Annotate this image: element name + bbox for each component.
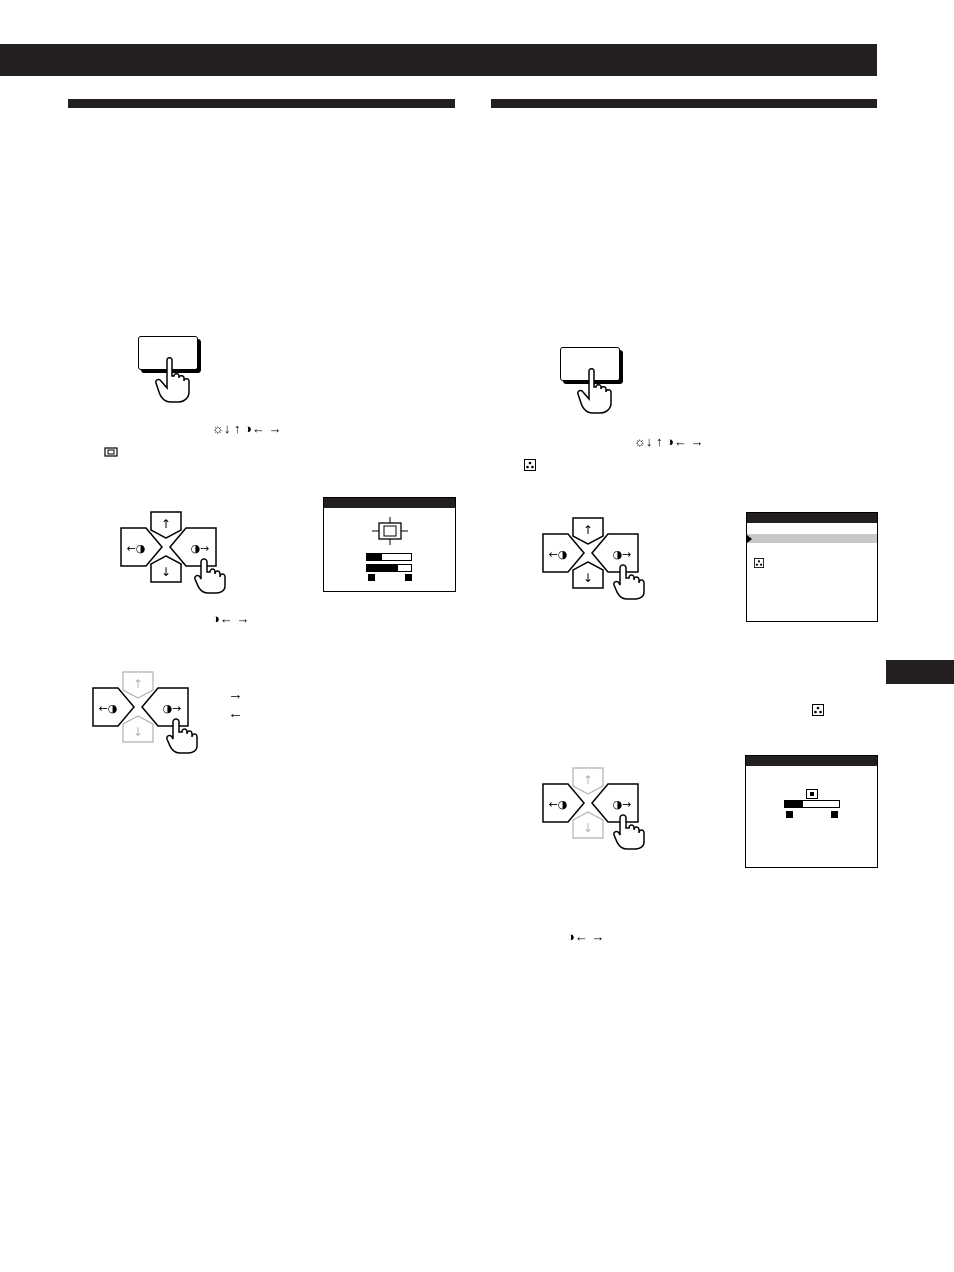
svg-text:◑→: ◑→ xyxy=(191,542,210,555)
svg-text:↓: ↓ xyxy=(583,821,593,835)
control-symbols-row2: ◑← → xyxy=(567,929,605,944)
side-tab xyxy=(886,660,954,684)
adjust-icon xyxy=(806,789,818,799)
menu-highlight-row xyxy=(747,534,877,543)
svg-text:◑→: ◑→ xyxy=(163,702,182,715)
size-center-icon xyxy=(104,447,118,457)
svg-text:←◑: ←◑ xyxy=(99,702,118,715)
size-center-icon xyxy=(372,517,408,545)
left-section-rule xyxy=(68,99,455,108)
control-symbols-row2: ◑← → xyxy=(212,611,250,626)
svg-text:◑→: ◑→ xyxy=(613,548,632,561)
vertical-size-meter xyxy=(366,564,412,572)
svg-text:↓: ↓ xyxy=(133,725,143,739)
svg-text:←◑: ←◑ xyxy=(549,548,568,561)
meter-fill xyxy=(367,554,383,560)
osd-main-menu-window xyxy=(746,512,878,622)
left-arrow-icon xyxy=(786,811,793,818)
svg-text:↑: ↑ xyxy=(583,773,593,787)
svg-text:↑: ↑ xyxy=(133,677,143,691)
color-icon xyxy=(754,558,764,568)
pointing-hand-icon xyxy=(577,368,612,414)
meter-fill xyxy=(367,565,398,571)
svg-text:↑: ↑ xyxy=(161,517,171,531)
svg-text:←◑: ←◑ xyxy=(549,798,568,811)
right-section-rule xyxy=(491,99,877,108)
arrow-right-icon: → xyxy=(228,686,243,703)
horizontal-size-meter xyxy=(366,553,412,561)
pointing-hand-icon xyxy=(155,357,190,403)
arrow-left-icon: ← xyxy=(228,705,243,722)
svg-text:↓: ↓ xyxy=(583,571,593,585)
osd-title-bar xyxy=(747,513,877,523)
svg-text:↓: ↓ xyxy=(161,565,171,579)
meter-fill xyxy=(785,801,803,807)
control-pad-right-lr[interactable]: ↑ ↓ ←◑ ◑→ xyxy=(540,766,665,854)
osd-size-center-window xyxy=(323,497,456,592)
menu-cursor-icon xyxy=(747,535,752,543)
right-arrow-icon xyxy=(405,574,412,581)
control-symbols-row1: ☼↓ ↑ ◑← → xyxy=(212,421,282,436)
osd-title-bar xyxy=(324,498,455,508)
osd-adjust-window xyxy=(745,755,878,868)
control-symbols-row1: ☼↓ ↑ ◑← → xyxy=(634,434,704,449)
adjust-meter xyxy=(784,800,840,808)
page-header-bar xyxy=(0,44,877,76)
svg-text:←◑: ←◑ xyxy=(127,542,146,555)
control-pad-left[interactable]: ↑ ↓ ←◑ ◑→ xyxy=(118,506,243,594)
color-icon xyxy=(812,704,824,716)
osd-title-bar xyxy=(746,756,877,766)
svg-text:↑: ↑ xyxy=(583,523,593,537)
right-arrow-icon xyxy=(831,811,838,818)
color-icon xyxy=(524,459,536,471)
control-pad-right[interactable]: ↑ ↓ ←◑ ◑→ xyxy=(540,516,665,604)
control-pad-left-lr[interactable]: ↑ ↓ ←◑ ◑→ xyxy=(90,666,215,754)
left-arrow-icon xyxy=(368,574,375,581)
svg-text:◑→: ◑→ xyxy=(613,798,632,811)
